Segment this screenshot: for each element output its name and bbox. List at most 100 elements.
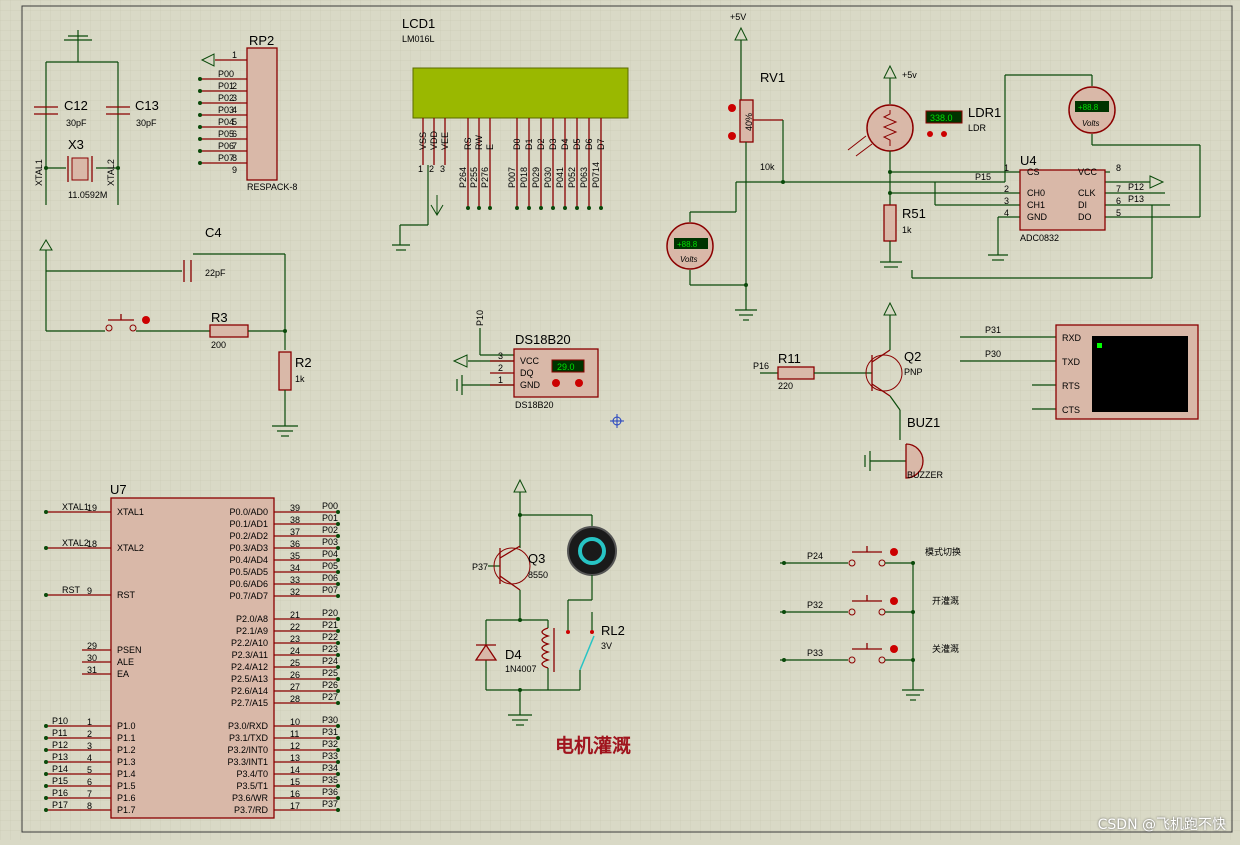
- u4-pin-num: 2: [1004, 184, 1009, 194]
- buz1-ref: BUZ1: [907, 415, 940, 430]
- x3-ref: X3: [68, 137, 84, 152]
- rp2-pin-net: P00: [218, 69, 234, 79]
- ds18b20-value: DS18B20: [515, 400, 554, 410]
- u7-pin-net: P10: [52, 716, 68, 726]
- lcd1-pin-dot: [587, 206, 591, 210]
- buz1-value: BUZZER: [907, 470, 944, 480]
- button-label: 关灌溉: [932, 643, 959, 654]
- volt2-display: +88.8: [1078, 103, 1099, 112]
- u7-pin-dot: [44, 784, 48, 788]
- u7-pin-num: 27: [290, 682, 300, 692]
- u4-net-clk: P12: [1128, 182, 1144, 192]
- u7-pin-net: P04: [322, 549, 338, 559]
- u4-pin-name: CLK: [1078, 188, 1096, 198]
- terminal-pin-name: CTS: [1062, 405, 1080, 415]
- lcd1-pin-dot: [599, 206, 603, 210]
- u4-net-do: P13: [1128, 194, 1144, 204]
- ds18b20-pin-num: 2: [498, 363, 503, 373]
- rp2-pin-num: 4: [232, 105, 237, 115]
- u7-pin-name: P2.0/A8: [236, 614, 268, 624]
- u7-pin-name: P0.1/AD1: [229, 519, 268, 529]
- u7-pin-net: P07: [322, 585, 338, 595]
- lcd1-ref: LCD1: [402, 16, 435, 31]
- c12-ref: C12: [64, 98, 88, 113]
- rp2-pin-num: 6: [232, 129, 237, 139]
- u7-pin-num: 23: [290, 634, 300, 644]
- button-contact: [848, 608, 856, 616]
- u7-pin-dot: [336, 796, 340, 800]
- lcd1-net: P030: [543, 167, 553, 188]
- u7-pin-name: P1.6: [117, 793, 136, 803]
- buzzer-block[interactable]: [760, 301, 924, 479]
- u7-pin-dot: [44, 724, 48, 728]
- virtual-terminal[interactable]: [960, 324, 1199, 420]
- u7-pin-num: 2: [87, 729, 92, 739]
- u7-pin-net: P03: [322, 537, 338, 547]
- u7-pin-name: P2.7/A15: [231, 698, 268, 708]
- ds18b20-reading: 29.0: [557, 362, 575, 372]
- u7-pin-dot: [336, 772, 340, 776]
- u7-pin-num: 7: [87, 789, 92, 799]
- u7-pin-num: 11: [290, 729, 299, 739]
- u7-pin-dot: [336, 689, 340, 693]
- ds18b20-pin-num: 1: [498, 375, 503, 385]
- u7-pin-num: 9: [87, 586, 92, 596]
- u4-pin-name: CH1: [1027, 200, 1045, 210]
- volt2-screen: [1075, 101, 1109, 112]
- u7-pin-dot: [336, 522, 340, 526]
- ldr1-value: LDR: [968, 123, 987, 133]
- u7-pin-name: P0.6/AD6: [229, 579, 268, 589]
- u4-pin-name: DO: [1078, 212, 1092, 222]
- ds18b20-pin-num: 3: [498, 351, 503, 361]
- u7-pin-num: 38: [290, 515, 300, 525]
- u7-pin-num: 4: [87, 753, 92, 763]
- u7-pin-name: P1.7: [117, 805, 136, 815]
- rp2-pin-net: P03: [218, 105, 234, 115]
- u4-pin-name: VCC: [1078, 167, 1098, 177]
- d4-ref: D4: [505, 647, 522, 662]
- u4-value: ADC0832: [1020, 233, 1059, 243]
- u7-pin-num: 10: [290, 717, 300, 727]
- u7-pin-name: P0.7/AD7: [229, 591, 268, 601]
- lcd1-pin-name: RS: [463, 137, 473, 150]
- u7-pin-dot: [336, 629, 340, 633]
- u7-pin-dot: [336, 677, 340, 681]
- u7-pin-name: P2.3/A11: [232, 650, 268, 660]
- rp2-pin-num: 3: [232, 93, 237, 103]
- rp2-pin-net: P02: [218, 93, 234, 103]
- rp2-pin-dot: [198, 149, 202, 153]
- button-indicator: [890, 548, 898, 556]
- motor-block[interactable]: [474, 478, 617, 726]
- crystal-block[interactable]: [34, 30, 130, 205]
- u7-pin-num: 17: [290, 801, 300, 811]
- lcd1-pin-name: D3: [548, 138, 558, 150]
- u7-pin-name: P3.2/INT0: [227, 745, 268, 755]
- ds18b20-ref: DS18B20: [515, 332, 571, 347]
- q3-value: 8550: [528, 570, 548, 580]
- u7-pin-name: P0.3/AD3: [229, 543, 268, 553]
- u7-pin-net: XTAL1: [62, 502, 89, 512]
- u7-pin-dot: [336, 582, 340, 586]
- u7-pin-num: 8: [87, 801, 92, 811]
- q2-value: PNP: [904, 367, 923, 377]
- u7-mcu[interactable]: XTAL119XTAL1XTAL218XTAL2RST9RSTPSEN29ALE…: [44, 497, 340, 819]
- lcd1-net: P007: [507, 167, 517, 188]
- u7-pin-net: P24: [322, 656, 338, 666]
- sensor-block[interactable]: [666, 26, 1201, 321]
- reset-block[interactable]: [39, 239, 298, 437]
- lcd1-net: P276: [480, 167, 490, 188]
- r11-ref: R11: [778, 351, 801, 366]
- button-label: 开灌溉: [932, 595, 959, 606]
- x3-pin2: XTAL2: [106, 159, 116, 186]
- u7-pin-net: P06: [322, 573, 338, 583]
- ds18b20-net: P10: [475, 310, 485, 326]
- crosshair-marker: [610, 414, 624, 428]
- u7-pin-name: P3.7/RD: [234, 805, 269, 815]
- rl2-value: 3V: [601, 641, 612, 651]
- ds18b20-sensor[interactable]: [452, 328, 599, 398]
- u7-pin-net: P12: [52, 740, 68, 750]
- u7-pin-dot: [44, 593, 48, 597]
